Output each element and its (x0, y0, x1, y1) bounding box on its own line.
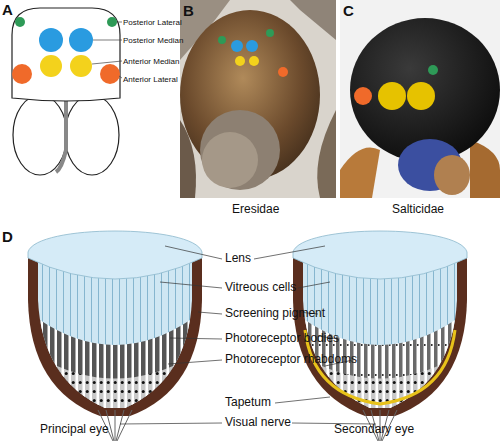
eye-label: Posterior Median (123, 36, 183, 45)
family-label: Salticidae (392, 203, 444, 217)
eye-caption: Principal eye (40, 423, 109, 437)
structure-label: Photoreceptor bodies (225, 332, 339, 346)
structure-label: Tapetum (225, 396, 271, 410)
family-label: Eresidae (232, 203, 279, 217)
panel-letter: B (183, 2, 194, 19)
spider-schematic (12, 8, 122, 175)
structure-label: Vitreous cells (225, 281, 296, 295)
structure-label: Visual nerve (225, 416, 291, 430)
panel-letter: C (343, 2, 354, 19)
eye-label: Posterior Lateral (123, 18, 182, 27)
eye-label: Anterior Median (123, 57, 179, 66)
structure-label: Lens (225, 252, 251, 266)
panel-letter: A (2, 1, 13, 18)
eresidae-photo (180, 0, 336, 198)
eye-caption: Secondary eye (334, 423, 414, 437)
panel-letter: D (2, 228, 13, 245)
leader-lines (120, 246, 376, 424)
salticidae-photo (340, 0, 500, 198)
structure-label: Photoreceptor rhabdoms (225, 353, 357, 367)
principal-eye (0, 231, 230, 441)
structure-label: Screening pigment (225, 307, 325, 321)
eye-label: Anterior Lateral (123, 75, 178, 84)
